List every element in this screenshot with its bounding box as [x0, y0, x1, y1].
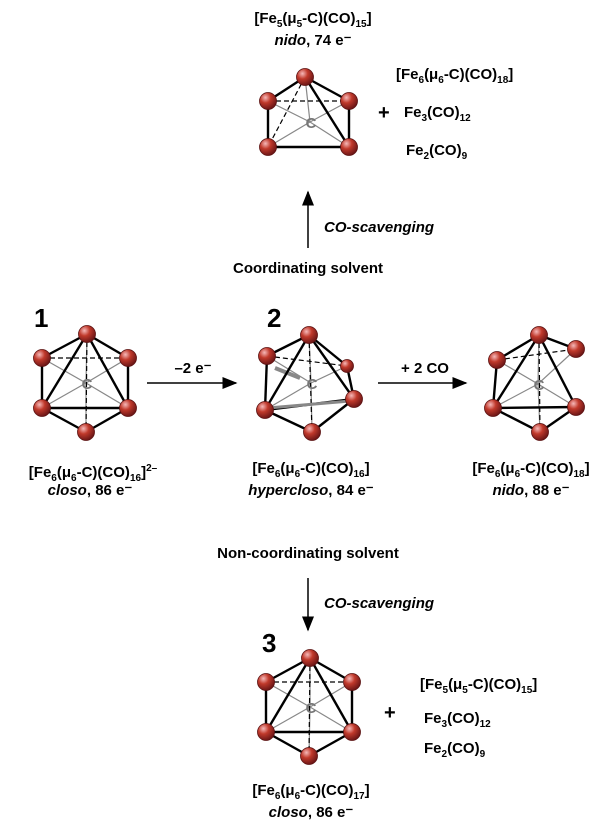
- bottom-byproduct-fe5: [Fe5(μ5-C)(CO)15]: [420, 676, 538, 696]
- nido-fe6-formula: [Fe6(μ6-C)(CO)18]: [472, 460, 590, 480]
- carbon-label-3: C: [306, 700, 317, 717]
- non-coordinating-solvent-label: Non-coordinating solvent: [217, 545, 399, 562]
- bottom-byproduct-fe3: Fe3(CO)12: [424, 710, 491, 730]
- compound1-description: closo, 86 e⁻: [47, 482, 133, 499]
- carbon-label-nido: C: [534, 377, 545, 394]
- carbon-label-2: C: [307, 376, 318, 393]
- compound3-formula: [Fe6(μ6-C)(CO)17]: [252, 782, 370, 802]
- top-arrow-label: CO-scavenging: [324, 219, 435, 236]
- compound3-description: closo, 86 e⁻: [268, 804, 354, 821]
- bottom-arrow-label: CO-scavenging: [324, 595, 435, 612]
- cluster-1-octahedron: [33, 325, 137, 441]
- top-plus-sign: +: [378, 102, 390, 124]
- compound-number-1: 1: [34, 303, 49, 333]
- nido-fe6-description: nido, 88 e⁻: [492, 482, 570, 499]
- top-byproduct-fe6: [Fe6(μ6-C)(CO)18]: [396, 66, 514, 86]
- bottom-byproduct-fe2: Fe2(CO)9: [424, 740, 486, 760]
- cluster-2-hypercloso: [256, 326, 363, 441]
- compound-number-2: 2: [267, 303, 282, 333]
- arrow1-label: –2 e⁻: [174, 360, 212, 377]
- carbon-label-1: C: [82, 376, 93, 393]
- bottom-plus-sign: +: [384, 702, 396, 724]
- compound2-formula: [Fe6(μ6-C)(CO)16]: [252, 460, 370, 480]
- top-byproduct-fe2: Fe2(CO)9: [406, 142, 468, 162]
- arrow2-label: + 2 CO: [401, 360, 449, 377]
- cluster-nido-fe6: [484, 326, 585, 441]
- cluster-top-fe5: [259, 68, 358, 156]
- coordinating-solvent-label: Coordinating solvent: [233, 260, 383, 277]
- top-cluster-description: nido, 74 e⁻: [274, 32, 352, 49]
- compound1-formula: [Fe6(μ6-C)(CO)16]2–: [28, 463, 158, 484]
- compound2-description: hypercloso, 84 e⁻: [248, 482, 374, 499]
- carbon-label-top: C: [306, 115, 317, 132]
- compound-number-3: 3: [262, 628, 277, 658]
- cluster-3-octahedron: [257, 649, 361, 765]
- top-byproduct-fe3: Fe3(CO)12: [404, 104, 471, 124]
- top-cluster-formula: [Fe5(μ5-C)(CO)15]: [254, 10, 372, 30]
